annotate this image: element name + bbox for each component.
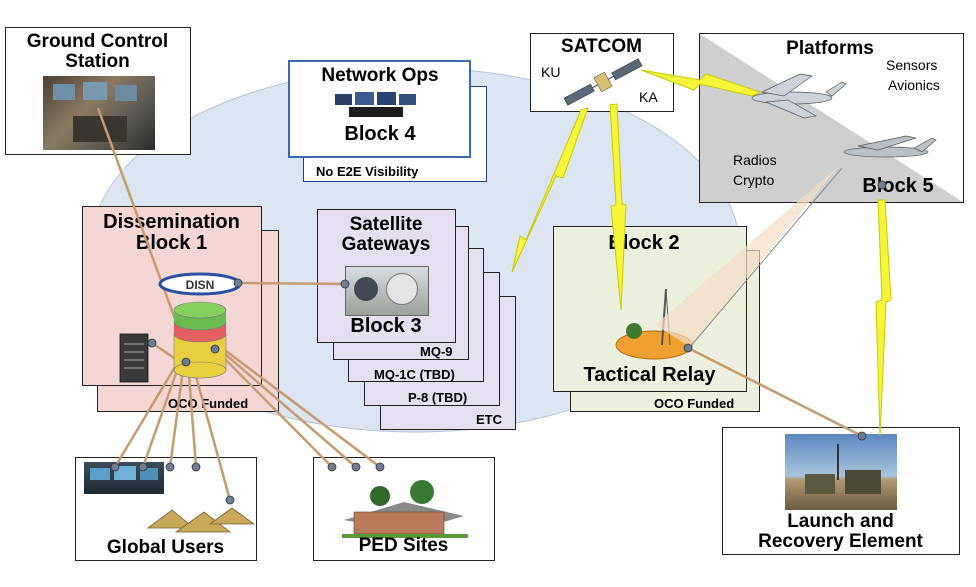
network-ops-monitors <box>335 92 417 118</box>
block2-title: Block 2 <box>608 232 680 254</box>
lre-title-line2: Recovery Element <box>758 530 923 552</box>
link-users-3 <box>168 361 186 468</box>
satellite-gateways-box: Satellite Gateways Block 3 <box>317 209 456 343</box>
satellite-gateways-title: Satellite Gateways <box>318 215 454 255</box>
link-ped-2 <box>217 347 357 468</box>
platforms-avionics: Avionics <box>888 77 940 93</box>
global-users-photo <box>84 462 164 494</box>
satcom-title: SATCOM <box>561 36 642 57</box>
aircraft-icon <box>751 73 937 158</box>
platform-relay-beam <box>689 167 843 348</box>
ped-sites-title: PED Sites <box>358 535 449 556</box>
network-ops-block: Block 4 <box>344 123 416 145</box>
link-disn-gateways <box>235 281 346 286</box>
node-gateway <box>340 279 350 289</box>
satcom-gateway-link <box>511 107 589 273</box>
node-server <box>147 338 157 348</box>
node-router-bottom <box>181 357 191 367</box>
node-users-4 <box>191 462 201 472</box>
ped-building-icon <box>342 480 468 538</box>
node-ped-3 <box>375 462 385 472</box>
node-relay <box>683 343 693 353</box>
satcom-platform-link <box>640 69 762 97</box>
global-users-title: Global Users <box>106 537 225 558</box>
node-lre <box>857 431 867 441</box>
node-users-1 <box>110 462 120 472</box>
link-users-2 <box>141 361 182 468</box>
satcom-relay-link <box>609 103 627 311</box>
lre-photo <box>785 434 897 510</box>
link-users-1 <box>113 361 180 468</box>
node-platform <box>877 180 887 190</box>
satellite-icon <box>563 58 643 106</box>
platforms-title: Platforms <box>786 38 874 59</box>
link-users-5 <box>190 361 232 501</box>
node-users-2 <box>138 462 148 472</box>
gcs-title-line1: Ground Control <box>26 31 169 52</box>
ground-control-station-box: Ground Control Station <box>5 27 191 155</box>
tactical-relay-icon <box>615 288 693 360</box>
node-ped-1 <box>327 462 337 472</box>
field-tents-icon <box>146 507 256 533</box>
link-relay-lre <box>687 346 863 438</box>
satcom-links <box>511 69 892 437</box>
node-users-5 <box>225 495 235 505</box>
disn-label: DISN <box>186 278 215 292</box>
block2-funding: OCO Funded <box>654 396 735 411</box>
gateway-stack-label-3: ETC <box>476 412 502 427</box>
platforms-background <box>700 34 963 202</box>
dissemination-title-line2: Block 1 <box>135 232 208 254</box>
link-ped-3 <box>221 347 381 468</box>
lre-title: Launch and Recovery Element <box>723 512 958 552</box>
satcom-ka-label: KA <box>639 89 658 105</box>
connection-nodes <box>110 180 887 505</box>
node-ped-2 <box>351 462 361 472</box>
network-ops-title: Network Ops <box>321 65 439 86</box>
global-users-box: Global Users <box>75 457 257 561</box>
gateway-stack-label-2: P-8 (TBD) <box>408 390 468 405</box>
node-router <box>210 344 220 354</box>
platform-lre-link <box>875 199 892 437</box>
gateway-dish-photo <box>345 266 429 316</box>
platforms-crypto: Crypto <box>733 172 775 188</box>
node-disn <box>233 278 243 288</box>
network-ops-box: Network Ops Block 4 <box>288 60 471 158</box>
ped-sites-box: PED Sites <box>313 457 495 561</box>
platforms-radios: Radios <box>733 152 777 168</box>
dissemination-funding: OCO Funded <box>168 396 249 411</box>
satellite-gateways-block: Block 3 <box>350 315 422 337</box>
gateways-title-line2: Gateways <box>341 233 431 255</box>
link-ped-1 <box>213 347 333 468</box>
network-ops-note: No E2E Visibility <box>316 164 419 179</box>
node-users-3 <box>165 462 175 472</box>
lre-title-line1: Launch and <box>787 511 894 532</box>
gateway-stack-label-1: MQ-1C (TBD) <box>374 367 455 382</box>
link-users-4 <box>186 361 198 468</box>
gateways-title-line1: Satellite <box>349 214 423 235</box>
platforms-block: Block 5 <box>862 175 934 197</box>
gateway-stack-label-0: MQ-9 <box>420 344 453 359</box>
datalink-cone <box>655 165 840 347</box>
satcom-ku-label: KU <box>541 64 561 80</box>
lre-box: Launch and Recovery Element <box>722 427 960 555</box>
server-icon <box>119 333 149 383</box>
router-stack-icon <box>173 301 227 379</box>
gcs-title-line2: Station <box>65 50 130 72</box>
ground-control-title: Ground Control Station <box>6 32 189 72</box>
platforms-sensors: Sensors <box>886 57 938 73</box>
tactical-relay-label: Tactical Relay <box>583 364 716 386</box>
